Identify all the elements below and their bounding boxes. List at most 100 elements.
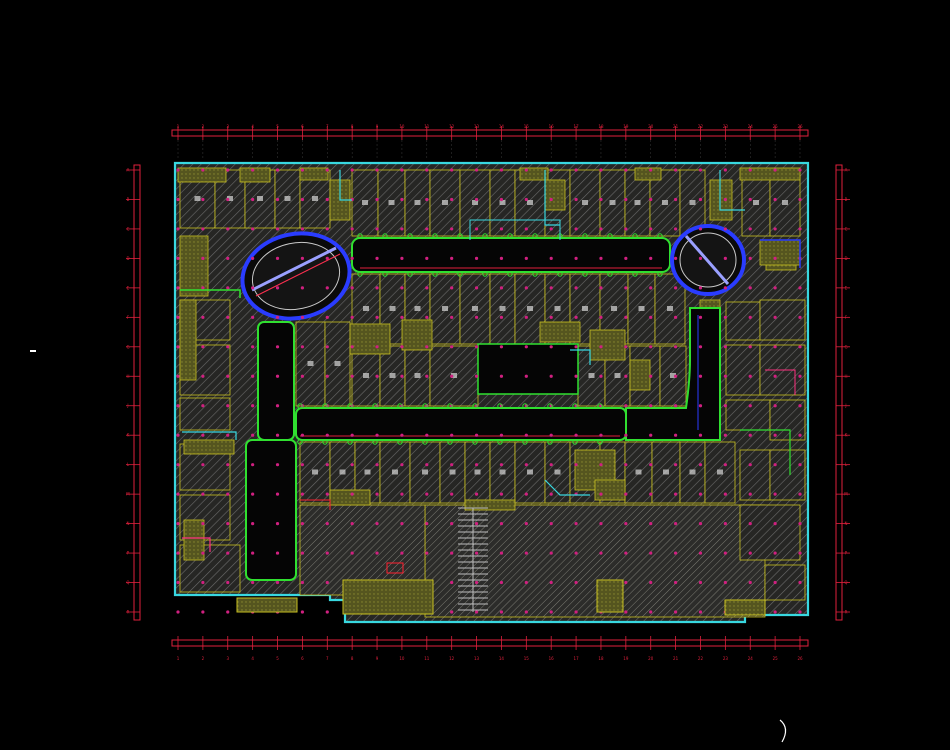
structural-column	[375, 433, 379, 437]
service-block-se	[724, 599, 766, 616]
structural-column	[226, 610, 230, 614]
structural-column	[574, 197, 578, 202]
structural-column	[599, 227, 603, 231]
structural-column	[176, 551, 180, 555]
axis-label-bottom: 15	[524, 656, 530, 661]
structural-column	[275, 256, 280, 260]
shop-unit-tag	[782, 200, 788, 205]
axis-label-right: B	[845, 197, 848, 202]
structural-column	[773, 522, 777, 526]
structural-column	[748, 168, 752, 172]
structural-column	[275, 433, 280, 437]
structural-column	[450, 551, 454, 555]
structural-column	[300, 256, 304, 260]
shop-unit-tag	[312, 196, 318, 201]
service-core	[401, 319, 433, 351]
shop-unit	[725, 301, 761, 341]
structural-column	[226, 404, 230, 408]
structural-column	[400, 197, 404, 202]
structural-column	[549, 197, 553, 202]
structural-column	[599, 463, 603, 467]
structural-column	[748, 345, 752, 349]
structural-column	[524, 522, 528, 526]
axis-label-top: 15	[524, 124, 530, 129]
corridor-column	[382, 233, 388, 239]
shop-unit-tag	[499, 200, 506, 205]
corridor-column	[507, 271, 513, 277]
corridor-column	[347, 439, 353, 445]
axis-label-bottom: 17	[574, 656, 580, 661]
axis-label-bottom: 18	[598, 656, 604, 661]
structural-column	[400, 286, 404, 290]
axis-label-right: Q	[844, 580, 847, 585]
shop-unit-tag	[499, 469, 506, 475]
structural-column	[574, 463, 578, 467]
axis-label-top: 19	[623, 124, 629, 129]
atria	[240, 224, 746, 321]
structural-column	[773, 168, 777, 172]
structural-column	[624, 227, 628, 231]
axis-label-left: B	[127, 197, 130, 202]
structural-column	[798, 551, 802, 555]
structural-column	[425, 256, 429, 260]
structural-column	[549, 580, 553, 585]
shop-unit-tag	[635, 469, 642, 475]
structural-column	[300, 197, 304, 202]
corridor-column	[357, 271, 363, 277]
structural-column	[524, 227, 528, 231]
axis-label-bottom: 4	[251, 656, 254, 661]
structural-column	[674, 168, 678, 172]
service-core	[177, 167, 227, 183]
structural-column	[474, 197, 479, 202]
shop-unit-tag	[499, 306, 506, 311]
corridor-column	[382, 271, 388, 277]
structural-column	[201, 404, 205, 408]
structural-column	[251, 345, 255, 349]
structural-column	[425, 374, 429, 378]
structural-column	[275, 227, 280, 231]
structural-column	[748, 374, 752, 378]
structural-column	[723, 197, 727, 202]
structural-column	[176, 610, 180, 614]
structural-column	[176, 463, 180, 467]
shop-unit-tag	[389, 373, 396, 378]
structural-column	[176, 227, 180, 231]
corridor-column	[397, 439, 403, 445]
structural-column	[499, 433, 504, 437]
structural-column	[251, 433, 255, 437]
axis-label-top: 12	[449, 124, 455, 129]
structural-column	[499, 374, 504, 378]
structural-column	[698, 610, 703, 614]
structural-column	[748, 256, 752, 260]
axis-label-top: 25	[773, 124, 779, 129]
axis-label-left: J	[126, 403, 128, 408]
structural-column	[350, 463, 354, 467]
structural-column	[450, 345, 454, 349]
structural-column	[474, 551, 479, 555]
escalator-west	[251, 246, 337, 292]
structural-column	[425, 433, 429, 437]
shop-unit-tag	[634, 200, 641, 205]
corridor-column	[447, 403, 453, 409]
shop-unit-tag	[472, 200, 478, 205]
structural-column	[748, 433, 752, 437]
corridor-column	[472, 403, 478, 409]
structural-column	[798, 433, 802, 437]
structural-column	[425, 168, 429, 172]
structural-column	[251, 227, 255, 231]
structural-column	[275, 580, 280, 585]
structural-column	[599, 286, 603, 290]
structural-column	[773, 433, 777, 437]
corridor-column	[507, 233, 513, 239]
structural-column	[450, 610, 454, 614]
shop-unit	[295, 321, 326, 407]
service-core	[349, 323, 391, 355]
axis-label-bottom: 26	[797, 656, 803, 661]
structural-column	[524, 463, 528, 467]
structural-column	[176, 315, 180, 319]
structural-column	[698, 492, 703, 496]
shop-unit-tag	[392, 469, 398, 475]
structural-column	[723, 404, 727, 408]
axis-label-bottom: 14	[499, 656, 505, 661]
service-core	[183, 519, 205, 561]
